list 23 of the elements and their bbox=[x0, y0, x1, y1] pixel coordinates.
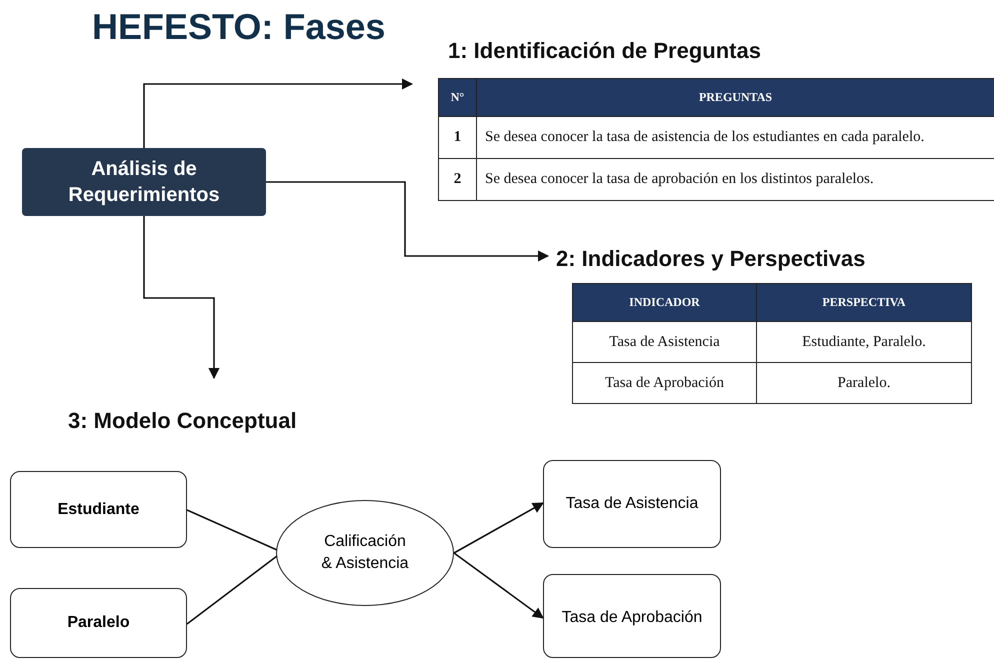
process-box: Análisis de Requerimientos bbox=[22, 148, 266, 216]
arrow bbox=[454, 552, 544, 619]
table-cell: Paralelo. bbox=[756, 362, 972, 404]
indicator-box: Tasa de Asistencia bbox=[543, 460, 721, 548]
table-header-cell: PERSPECTIVA bbox=[756, 283, 972, 322]
arrow bbox=[143, 78, 414, 148]
arrow bbox=[266, 181, 550, 262]
connector-line bbox=[186, 555, 278, 625]
table-header-cell: PREGUNTAS bbox=[476, 78, 994, 117]
title: HEFESTO: Fases bbox=[92, 6, 386, 48]
arrow bbox=[454, 502, 544, 554]
table-cell: 2 bbox=[438, 158, 477, 201]
connector-line bbox=[186, 509, 278, 551]
entity-box: Paralelo bbox=[10, 588, 187, 658]
indicator-box: Tasa de Aprobación bbox=[543, 574, 721, 658]
table-cell: Tasa de Aprobación bbox=[572, 362, 757, 404]
arrow bbox=[143, 216, 220, 380]
section-heading: 3: Modelo Conceptual bbox=[60, 378, 360, 434]
section-heading: 2: Indicadores y Perspectivas bbox=[548, 246, 932, 280]
entity-box: Estudiante bbox=[10, 471, 187, 548]
fact-ellipse: Calificación & Asistencia bbox=[276, 500, 454, 606]
table-header-cell: INDICADOR bbox=[572, 283, 757, 322]
table-header-cell: N° bbox=[438, 78, 477, 117]
